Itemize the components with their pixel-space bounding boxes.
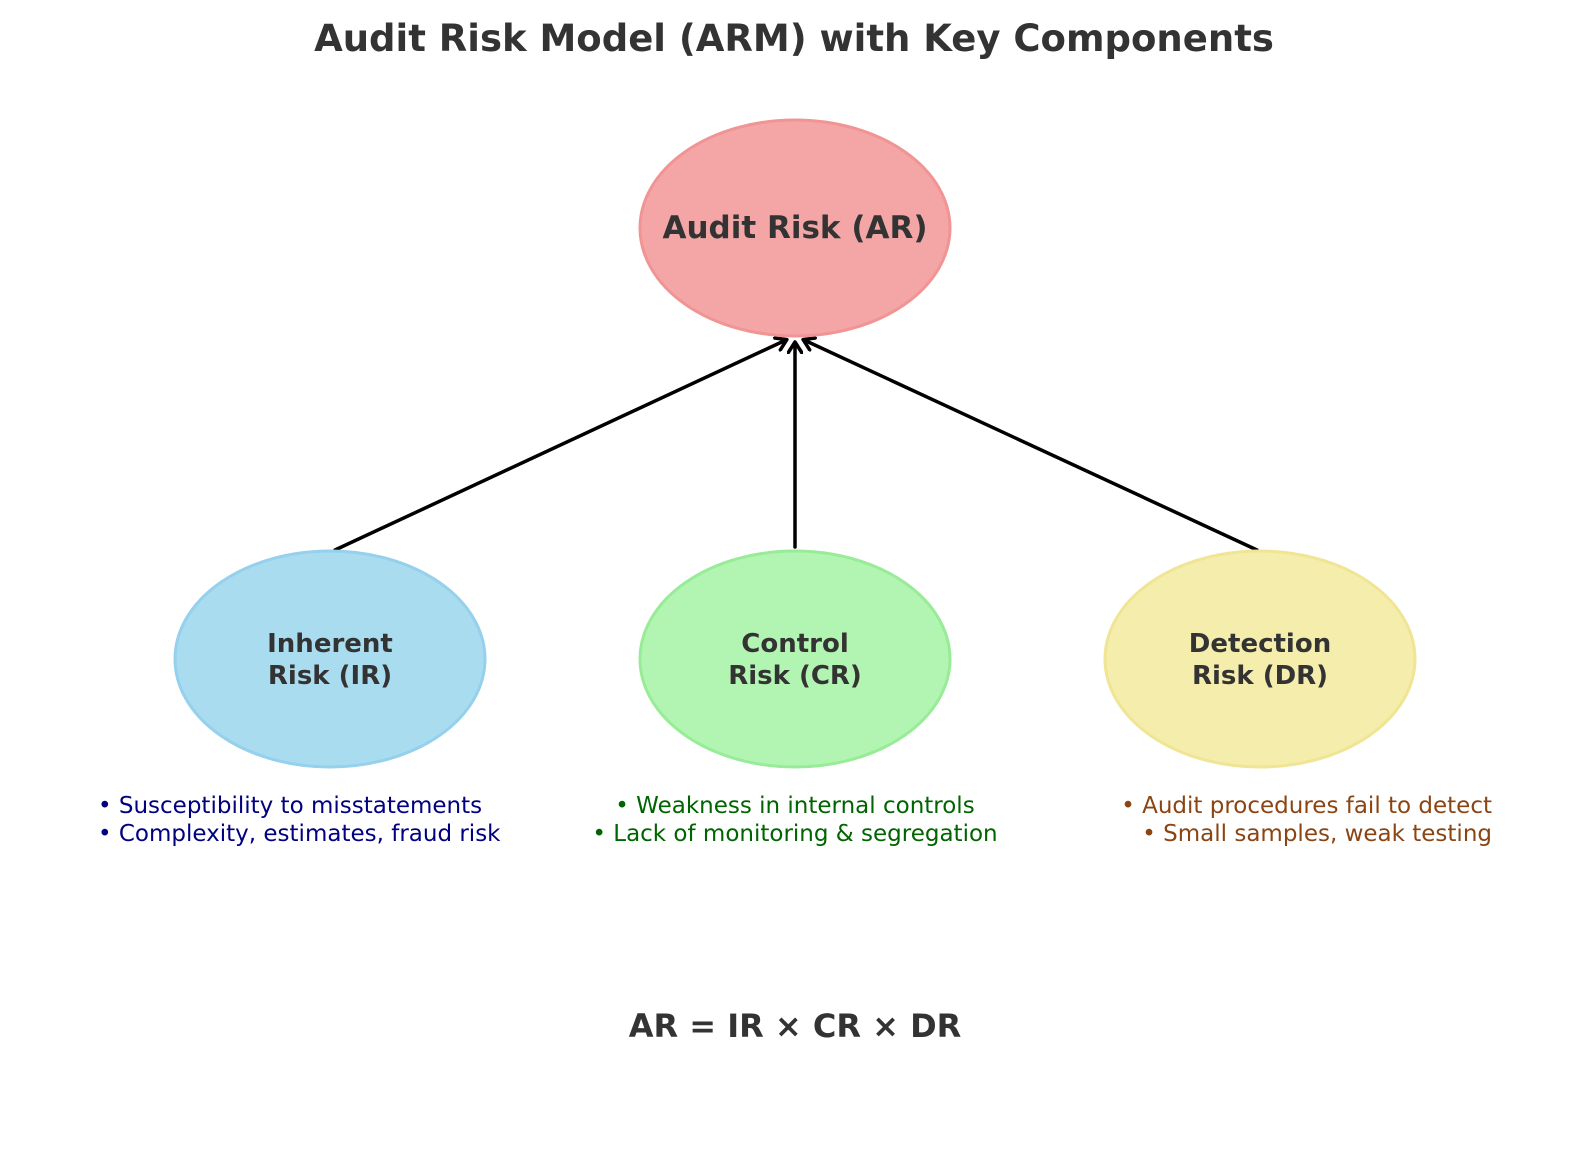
control-risk-desc-line1: • Weakness in internal controls [615,793,974,819]
diagram-title: Audit Risk Model (ARM) with Key Componen… [314,17,1274,60]
audit-risk-formula: AR = IR × CR × DR [629,1007,962,1045]
detection-risk-desc-line1: • Audit procedures fail to detect [1121,793,1492,819]
inherent-risk-description: • Susceptibility to misstatements • Comp… [98,793,501,847]
inherent-risk-ellipse [173,549,487,769]
control-risk-description: • Weakness in internal controls • Lack o… [592,793,997,847]
control-risk-label-line2: Risk (CR) [728,661,862,691]
audit-risk-ellipse [638,118,952,338]
inherent-risk-label-line1: Inherent [267,629,393,659]
detection-risk-ellipse [1103,549,1417,769]
control-risk-label-line1: Control [741,629,848,659]
node-inherent-risk: Inherent Risk (IR) [173,549,487,769]
audit-risk-label: Audit Risk (AR) [662,210,927,246]
detection-risk-description: • Audit procedures fail to detect • Smal… [1121,793,1492,847]
node-detection-risk: Detection Risk (DR) [1103,549,1417,769]
inherent-risk-desc-line1: • Susceptibility to misstatements [98,793,482,819]
detection-risk-label-line1: Detection [1189,629,1331,659]
inherent-risk-desc-line2: • Complexity, estimates, fraud risk [98,821,501,847]
node-control-risk: Control Risk (CR) [638,549,952,769]
node-audit-risk: Audit Risk (AR) [638,118,952,338]
control-risk-ellipse [638,549,952,769]
detection-risk-label-line2: Risk (DR) [1192,661,1328,691]
inherent-risk-label-line2: Risk (IR) [268,661,392,691]
detection-risk-desc-line2: • Small samples, weak testing [1142,821,1492,847]
control-risk-desc-line2: • Lack of monitoring & segregation [592,821,997,847]
arrow-dr-to-ar [804,340,1259,552]
arrow-ir-to-ar [333,340,786,552]
